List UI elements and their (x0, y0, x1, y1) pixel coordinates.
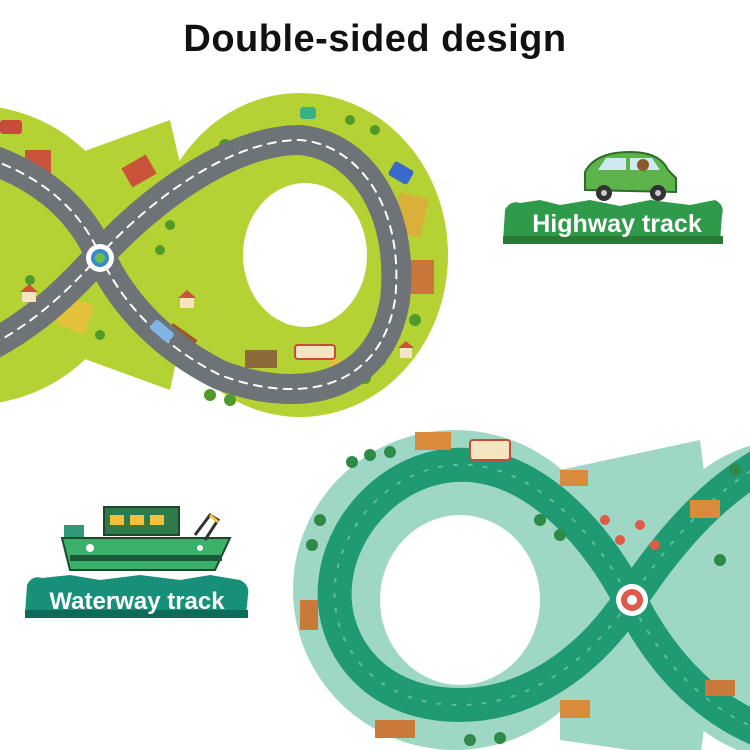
bank-trees (306, 446, 741, 746)
houses (20, 284, 414, 358)
waterway-badge: Waterway track (25, 506, 249, 618)
highway-track-mat (0, 93, 448, 417)
bank-buildings (300, 432, 735, 738)
vehicles (0, 107, 414, 360)
highway-badge: Highway track (503, 150, 723, 244)
umbrellas (600, 515, 660, 550)
car-icon (584, 150, 677, 201)
waterway-label: Waterway track (49, 588, 225, 615)
highway-label: Highway track (532, 210, 702, 238)
ship-icon (60, 506, 232, 571)
page-title: Double-sided design (183, 18, 567, 60)
waterway-track-mat (293, 430, 750, 750)
